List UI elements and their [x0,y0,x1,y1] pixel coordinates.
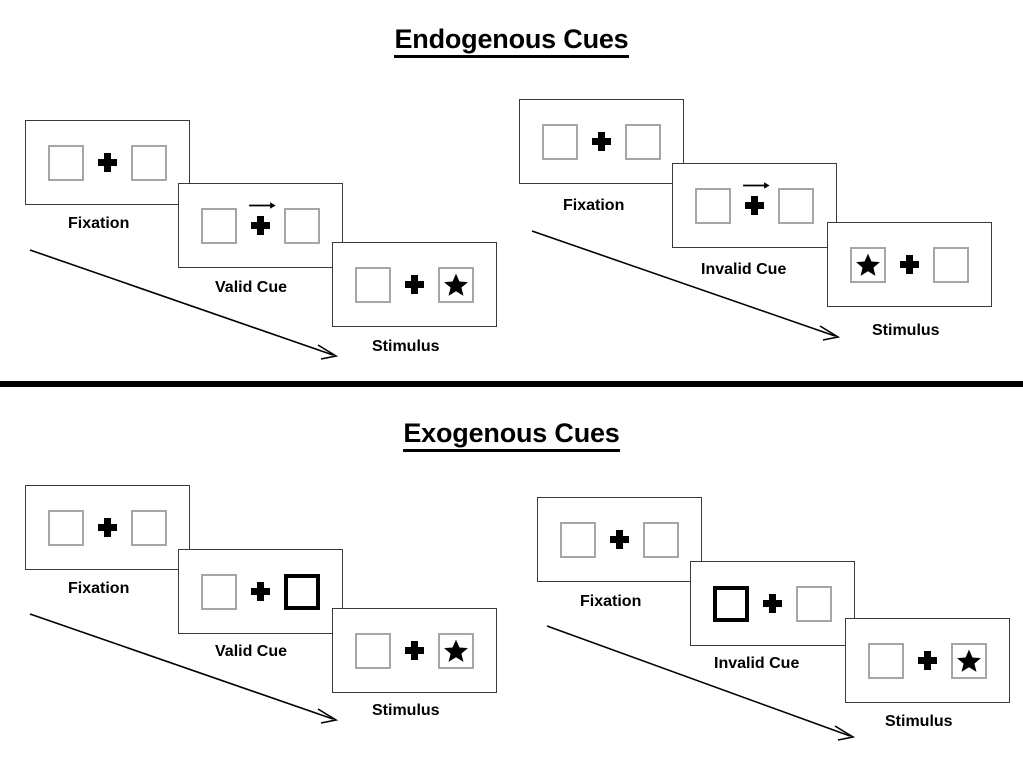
placeholder-box-right [131,509,167,546]
section-title-exogenous: Exogenous Cues [0,418,1023,452]
placeholder-box-right [778,187,814,224]
placeholder-box-left [355,632,391,669]
arrow-right-icon [248,202,276,209]
frame-exogenous-invalid-fixation [537,497,702,582]
fixation-column [248,202,276,235]
star-icon [444,639,468,662]
frame-endogenous-valid-fixation [25,120,190,205]
star-icon [957,649,981,672]
placeholder-box-left [201,207,237,244]
fixation-column [405,641,424,660]
frame-label-exogenous-invalid-cue: Invalid Cue [714,655,800,672]
section-title-endogenous-text: Endogenous Cues [394,24,629,58]
frame-endogenous-valid-cue [178,183,343,268]
frame-exogenous-valid-stimulus [332,608,497,693]
frame-label-endogenous-valid-stimulus: Stimulus [372,338,440,355]
fixation-column [98,153,117,172]
frame-content [713,585,832,622]
target-box-right [438,266,474,303]
frame-endogenous-invalid-stimulus [827,222,992,307]
target-box-left [850,246,886,283]
plus-icon [592,132,611,151]
placeholder-box-right [933,246,969,283]
placeholder-box-left [542,123,578,160]
placeholder-box-right [643,521,679,558]
frame-label-endogenous-valid-cue: Valid Cue [215,279,288,296]
frame-content [695,182,814,224]
plus-icon [251,216,270,235]
placeholder-box-left [560,521,596,558]
placeholder-box-right [284,207,320,244]
plus-icon [763,594,782,613]
frame-endogenous-valid-stimulus [332,242,497,327]
frame-label-exogenous-invalid-fixation: Fixation [580,593,642,610]
target-box-right [951,642,987,679]
placeholder-box-left [695,187,731,224]
plus-icon [610,530,629,549]
fixation-column [900,255,919,274]
fixation-column [592,132,611,151]
frame-exogenous-invalid-stimulus [845,618,1010,703]
plus-icon [98,153,117,172]
plus-icon [745,196,764,215]
plus-icon [251,582,270,601]
frame-endogenous-invalid-fixation [519,99,684,184]
frame-content [355,632,474,669]
frame-content [48,509,167,546]
frame-label-endogenous-invalid-stimulus: Stimulus [872,322,940,339]
frame-label-endogenous-invalid-fixation: Fixation [563,197,625,214]
placeholder-box-right [796,585,832,622]
arrow-right-icon [742,182,770,189]
frame-exogenous-valid-fixation [25,485,190,570]
plus-icon [900,255,919,274]
plus-icon [918,651,937,670]
frame-label-exogenous-valid-fixation: Fixation [68,580,130,597]
fixation-column [742,182,770,215]
cued-box-right [284,573,320,610]
frame-content [850,246,969,283]
placeholder-box-left [48,509,84,546]
section-divider [0,381,1023,387]
placeholder-box-left [48,144,84,181]
frame-content [560,521,679,558]
frame-exogenous-valid-cue [178,549,343,634]
fixation-column [610,530,629,549]
fixation-column [251,582,270,601]
frame-label-exogenous-valid-stimulus: Stimulus [372,702,440,719]
placeholder-box-right [131,144,167,181]
frame-content [542,123,661,160]
frame-content [355,266,474,303]
fixation-column [98,518,117,537]
frame-content [48,144,167,181]
frame-content [201,573,320,610]
placeholder-box-left [355,266,391,303]
frame-endogenous-invalid-cue [672,163,837,248]
plus-icon [98,518,117,537]
star-icon [444,273,468,296]
frame-label-exogenous-invalid-stimulus: Stimulus [885,713,953,730]
frame-content [201,202,320,244]
target-box-right [438,632,474,669]
frame-exogenous-invalid-cue [690,561,855,646]
plus-icon [405,275,424,294]
section-title-endogenous: Endogenous Cues [0,24,1023,58]
placeholder-box-right [625,123,661,160]
fixation-column [918,651,937,670]
cued-box-left [713,585,749,622]
frame-label-endogenous-valid-fixation: Fixation [68,215,130,232]
frame-content [868,642,987,679]
frame-label-exogenous-valid-cue: Valid Cue [215,643,288,660]
placeholder-box-left [201,573,237,610]
fixation-column [405,275,424,294]
plus-icon [405,641,424,660]
section-title-exogenous-text: Exogenous Cues [403,418,620,452]
placeholder-box-left [868,642,904,679]
frame-label-endogenous-invalid-cue: Invalid Cue [701,261,787,278]
star-icon [856,253,880,276]
fixation-column [763,594,782,613]
